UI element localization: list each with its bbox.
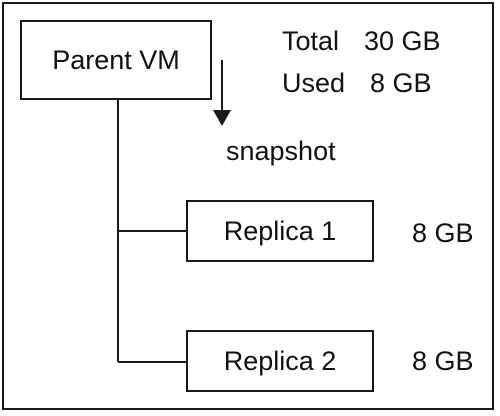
parent-vm-label: Parent VM xyxy=(52,44,180,75)
total-value: 30 GB xyxy=(364,26,441,56)
replica-2-size: 8 GB xyxy=(412,346,474,376)
used-label: Used xyxy=(282,68,346,98)
replica-1-label: Replica 1 xyxy=(223,215,337,246)
total-label: Total xyxy=(282,26,340,56)
replica-1-size: 8 GB xyxy=(412,218,474,248)
replica-1-box: Replica 1 xyxy=(186,200,374,262)
used-value: 8 GB xyxy=(370,68,432,98)
parent-vm-box: Parent VM xyxy=(20,20,212,100)
replica-2-box: Replica 2 xyxy=(186,330,374,392)
diagram-frame xyxy=(2,2,494,410)
snapshot-label: snapshot xyxy=(226,136,336,166)
replica-2-label: Replica 2 xyxy=(223,345,337,376)
